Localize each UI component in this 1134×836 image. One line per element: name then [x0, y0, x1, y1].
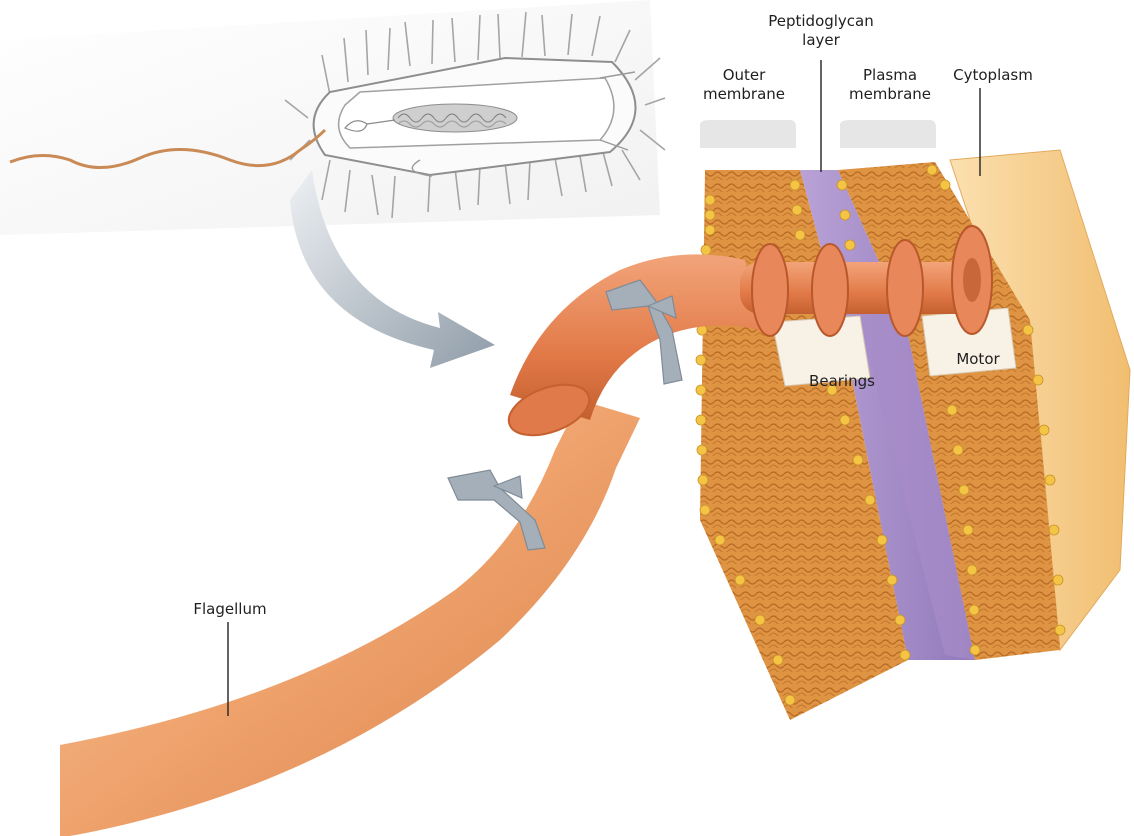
plasma-membrane-label-line2: membrane	[835, 85, 945, 104]
outer-membrane-label-line1: Outer	[689, 66, 799, 85]
flagellum-label: Flagellum	[170, 600, 290, 619]
outer-membrane-label: Outer membrane	[689, 66, 799, 104]
motor-label: Motor	[938, 350, 1018, 369]
peptidoglycan-label-line2: layer	[751, 31, 891, 50]
cell-envelope-block	[696, 150, 1130, 720]
plasma-membrane-label: Plasma membrane	[835, 66, 945, 104]
bearings-label: Bearings	[792, 372, 892, 391]
plasma-membrane-label-line1: Plasma	[835, 66, 945, 85]
peptidoglycan-label-line1: Peptidoglycan	[751, 12, 891, 31]
plasma-membrane-bracket	[840, 120, 936, 148]
peptidoglycan-label: Peptidoglycan layer	[751, 12, 891, 50]
cytoplasm-label: Cytoplasm	[938, 66, 1048, 85]
flagellum-filament	[60, 400, 640, 836]
outer-membrane-label-line2: membrane	[689, 85, 799, 104]
outer-membrane-bracket	[700, 120, 796, 148]
